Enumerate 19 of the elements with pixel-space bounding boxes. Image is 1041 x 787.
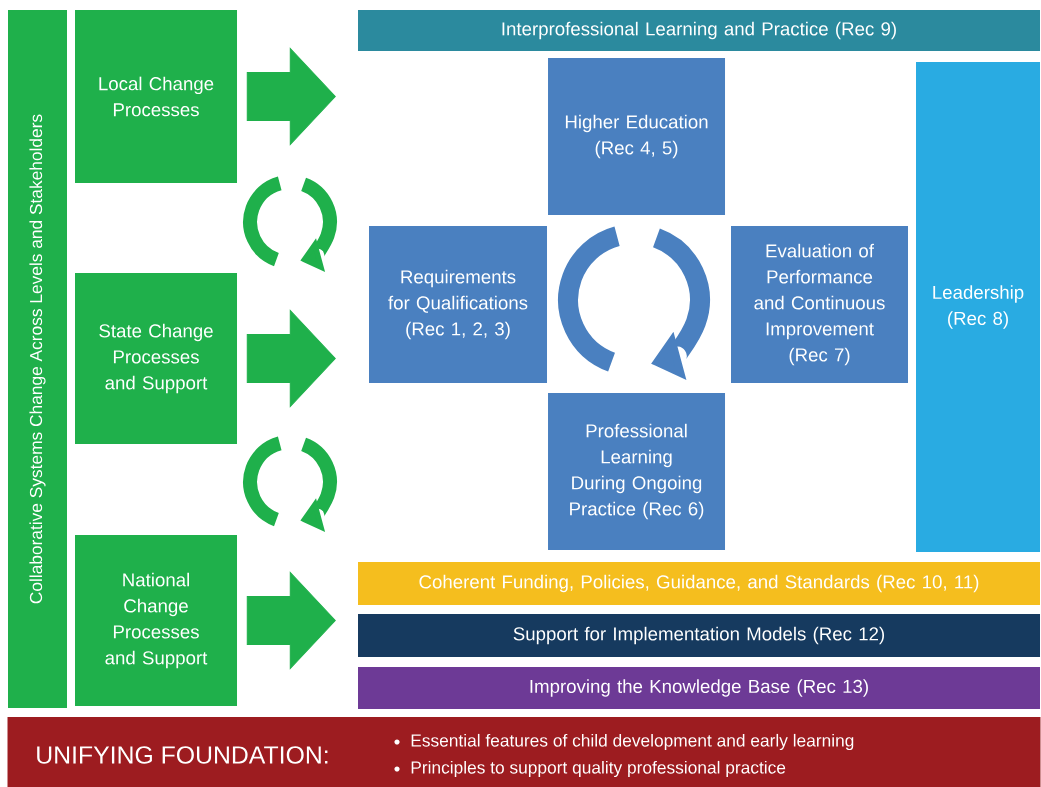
leadership-bar: Leadership (Rec 8) [916,62,1040,552]
foundation-title: UNIFYING FOUNDATION: [37,746,328,764]
banner-bar: Support for Implementation Models (Rec 12) [358,614,1040,657]
component-box: Higher Education (Rec 4, 5) [548,58,725,215]
vertical-band: Collaborative Systems Change Across Levels and Stakeholders [8,10,67,708]
banner-bar: Improving the Knowledge Base (Rec 13) [358,667,1040,709]
component-box: Professional Learning During Ongoing Practice (Rec 6) [548,393,725,550]
process-box: State Change Processes and Support [75,273,237,444]
block-arrow [246,310,336,407]
banner-bar: Interprofessional Learning and Practice (Rec 9) [358,10,1040,51]
process-box: National Change Processes and Support [75,535,237,706]
banner-bar: Coherent Funding, Policies, Guidance, and Standards (Rec 10, 11) [358,562,1040,605]
process-box: Local Change Processes [75,10,237,183]
block-arrow [246,572,336,669]
bullet-item: Principles to support quality professional practice [411,760,786,778]
block-arrow [246,48,336,145]
component-box: Requirements for Qualifications (Rec 1, 2, 3) [369,226,547,383]
component-box: Evaluation of Performance and Continuous Improvement (Rec 7) [731,226,908,383]
bullet-item: Essential features of child development and early learning [411,733,854,751]
